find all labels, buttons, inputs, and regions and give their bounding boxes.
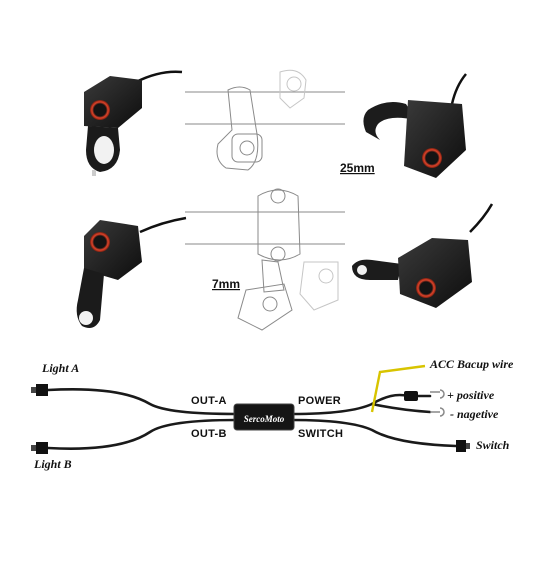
connector-switch [456,440,470,452]
wire-light-b [46,418,238,450]
wiring-harness [46,387,458,450]
dimension-label-25mm: 25mm [340,161,375,175]
clamp-line-drawing-bottom [185,188,345,331]
switch-photo-bottom-right [352,203,494,308]
label-switch-port: SWITCH [298,428,344,440]
connector-light-a [31,384,48,396]
label-out-b: OUT-B [191,428,227,440]
connector-light-b [31,442,48,454]
label-light-b: Light B [34,457,72,471]
controller-module [233,403,295,431]
wire-switch [290,418,458,448]
brand-label: SercoMoto [243,414,285,424]
fuse-holder [404,391,418,401]
label-out-a: OUT-A [191,395,227,407]
label-acc-backup-wire: ACC Bacup wire [430,357,514,371]
label-positive: + positive [447,388,495,402]
wire-light-a [46,387,238,416]
switch-photo-bottom-left [76,216,187,328]
label-negative: - nagetive [450,407,499,421]
switch-photo-top-right [363,73,467,178]
label-switch: Switch [476,438,510,452]
dimension-label-7mm: 7mm [212,277,240,291]
label-power: POWER [298,395,342,407]
label-light-a: Light A [42,361,80,375]
acc-backup-wire [370,364,426,413]
positive-terminal [430,389,445,399]
clamp-line-drawing-top [185,69,345,171]
wire-negative [370,402,432,414]
negative-terminal [430,407,445,417]
switch-photo-top-left [84,70,183,176]
